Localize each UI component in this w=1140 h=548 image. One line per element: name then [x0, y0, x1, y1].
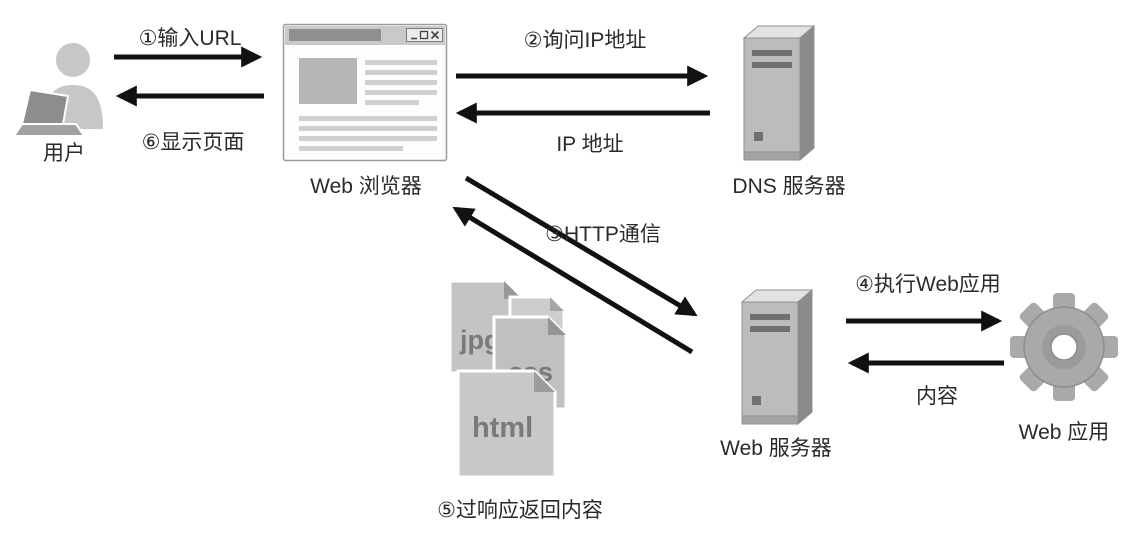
browser-window-controls: [406, 28, 443, 42]
label-step3: ③HTTP通信: [545, 223, 661, 246]
label-step4: ④执行Web应用: [855, 273, 1001, 296]
label-content-response: 内容: [916, 385, 958, 408]
label-step2: ②询问IP地址: [524, 29, 647, 52]
close-icon: [430, 30, 440, 40]
flow-arrows: [114, 46, 1004, 374]
file-stack-icon: jpg css html: [448, 279, 568, 479]
label-dns-server: DNS 服务器: [732, 175, 845, 198]
user-icon: [12, 41, 105, 137]
label-web-server: Web 服务器: [720, 437, 832, 460]
label-step5: ⑤过响应返回内容: [437, 499, 603, 522]
arrow-step3-response: [452, 206, 694, 355]
maximize-icon: [419, 30, 429, 40]
file-html-label: html: [472, 412, 533, 444]
file-html: html: [456, 369, 557, 479]
label-step1: ①输入URL: [139, 27, 242, 50]
user-head: [54, 41, 92, 79]
browser-page-wireframe: [299, 58, 437, 151]
web-app-gear-icon: [1010, 293, 1118, 401]
dns-server-icon: [743, 25, 815, 161]
page-image-placeholder: [299, 58, 357, 104]
browser-titlebar-text-block: [289, 29, 381, 41]
arrow-step3-request: [464, 175, 698, 317]
gear-hole: [1050, 333, 1078, 361]
browser-window-icon: [282, 23, 448, 162]
laptop-base: [12, 123, 86, 137]
label-browser: Web 浏览器: [310, 175, 422, 198]
label-ip-response: IP 地址: [556, 133, 623, 156]
label-user: 用户: [43, 142, 85, 165]
diagram-labels: ①输入URL ⑥显示页面 ②询问IP地址 IP 地址 ③HTTP通信 ④执行We…: [43, 27, 1109, 522]
label-web-app: Web 应用: [1019, 421, 1110, 444]
label-step6: ⑥显示页面: [142, 131, 245, 154]
web-server-icon: [741, 289, 813, 425]
